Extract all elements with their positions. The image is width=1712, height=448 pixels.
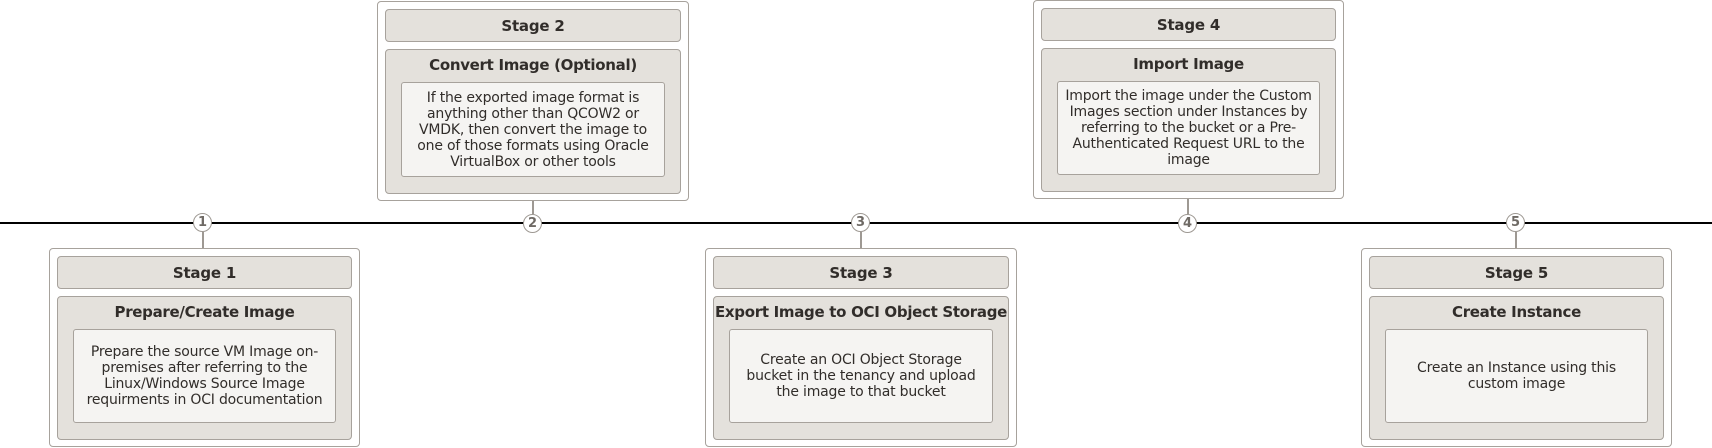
- stage-3-connector: [860, 232, 862, 248]
- stage-1-number: 1: [197, 215, 208, 230]
- stage-4-title: Import Image: [1133, 55, 1244, 73]
- stage-2-header: Stage 2: [385, 9, 681, 42]
- stage-2-body: Convert Image (Optional) If the exported…: [385, 49, 681, 194]
- stage-1-description: Prepare the source VM Image on-premises …: [73, 329, 336, 423]
- stage-5-body: Create Instance Create an Instance using…: [1369, 296, 1664, 440]
- stage-3-header: Stage 3: [713, 256, 1009, 289]
- stage-4-card: Stage 4 Import Image Import the image un…: [1033, 0, 1344, 199]
- stage-4-header: Stage 4: [1041, 8, 1336, 41]
- stage-3-description-text: Create an OCI Object Storage bucket in t…: [746, 352, 976, 400]
- stage-5-title: Create Instance: [1452, 303, 1581, 321]
- stage-4-connector: [1187, 199, 1189, 214]
- stage-2-title: Convert Image (Optional): [429, 56, 637, 74]
- stage-2-number: 2: [527, 216, 538, 231]
- stage-1-connector: [202, 232, 204, 248]
- stage-4-marker: 4: [1178, 214, 1197, 233]
- stage-3-body: Export Image to OCI Object Storage Creat…: [713, 296, 1009, 440]
- stage-5-card: Stage 5 Create Instance Create an Instan…: [1361, 248, 1672, 447]
- stage-3-title: Export Image to OCI Object Storage: [714, 303, 1008, 321]
- stage-3-description: Create an OCI Object Storage bucket in t…: [729, 329, 993, 423]
- stage-2-connector: [532, 201, 534, 214]
- stage-4-number: 4: [1182, 216, 1193, 231]
- stage-2-description: If the exported image format is anything…: [401, 82, 665, 177]
- stage-1-description-text: Prepare the source VM Image on-premises …: [86, 344, 323, 408]
- stage-5-marker: 5: [1506, 213, 1525, 232]
- stage-5-description: Create an Instance using this custom ima…: [1385, 329, 1648, 423]
- stage-4-body: Import Image Import the image under the …: [1041, 48, 1336, 192]
- stage-4-description: Import the image under the Custom Images…: [1057, 81, 1320, 175]
- stage-3-number: 3: [855, 215, 866, 230]
- stage-2-card: Stage 2 Convert Image (Optional) If the …: [377, 1, 689, 201]
- stage-5-connector: [1515, 232, 1517, 248]
- stage-3-card: Stage 3 Export Image to OCI Object Stora…: [705, 248, 1017, 447]
- stage-4-description-text: Import the image under the Custom Images…: [1065, 88, 1312, 168]
- stage-1-title: Prepare/Create Image: [114, 303, 295, 321]
- stage-3-marker: 3: [851, 213, 870, 232]
- stage-1-header: Stage 1: [57, 256, 352, 289]
- stage-1-card: Stage 1 Prepare/Create Image Prepare the…: [49, 248, 360, 447]
- stage-5-number: 5: [1510, 215, 1521, 230]
- stage-2-marker: 2: [523, 214, 542, 233]
- stage-1-marker: 1: [193, 213, 212, 232]
- stage-1-body: Prepare/Create Image Prepare the source …: [57, 296, 352, 440]
- stage-2-description-text: If the exported image format is anything…: [417, 89, 649, 170]
- stage-5-description-text: Create an Instance using this custom ima…: [1417, 360, 1616, 392]
- stage-5-header: Stage 5: [1369, 256, 1664, 289]
